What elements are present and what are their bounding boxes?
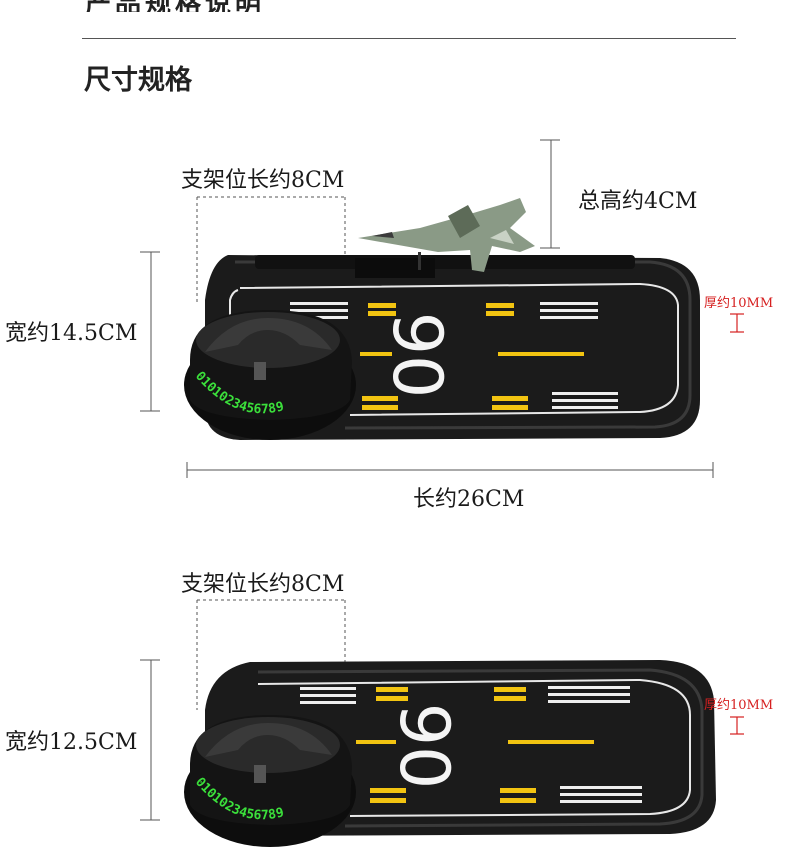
section-title: 尺寸规格	[84, 65, 192, 96]
width-label-bottom: 宽约12.5CM	[5, 730, 138, 755]
product-image-top: 90 0101023456789	[140, 139, 744, 478]
length-label: 长约26CM	[413, 487, 525, 512]
thickness-label-bottom: 厚约10MM	[704, 698, 774, 713]
phone-number-dial-bottom: 0101023456789	[184, 715, 356, 847]
product-image-bottom: 90 0101023456789	[140, 599, 744, 847]
airplane-model	[358, 198, 535, 272]
phone-number-dial-top: 0101023456789	[184, 310, 356, 440]
divider	[82, 38, 736, 39]
width-label-top: 宽约14.5CM	[5, 321, 138, 346]
total-height-label: 总高约4CM	[578, 189, 698, 214]
pad-number-bottom: 90	[384, 703, 463, 790]
holder-length-label-bottom: 支架位长约8CM	[181, 572, 345, 597]
holder-length-label-top: 支架位长约8CM	[181, 168, 345, 193]
thickness-label-top: 厚约10MM	[704, 296, 774, 311]
pad-number-top: 90	[377, 312, 456, 399]
cropped-heading: 产品规格说明	[0, 0, 790, 12]
